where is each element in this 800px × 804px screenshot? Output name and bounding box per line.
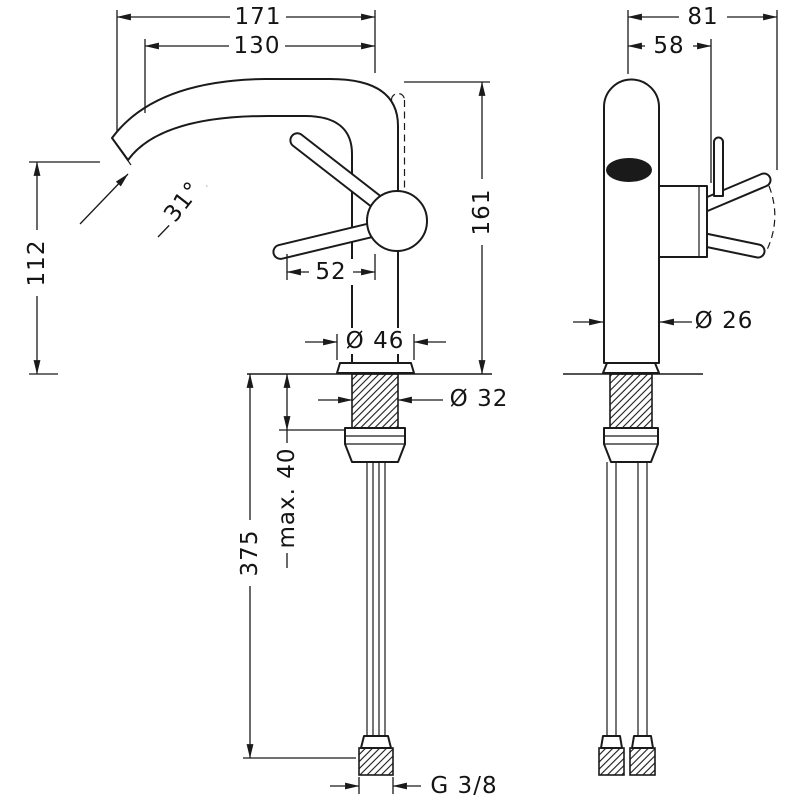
side-view <box>563 78 776 776</box>
dim-label-total-width: 81 <box>687 4 718 30</box>
side-lever-up <box>701 172 772 212</box>
mounting-nut-side <box>603 427 659 463</box>
lever-up-position <box>289 132 384 210</box>
base-flange-side <box>602 362 660 374</box>
dim-label-hose-length: 375 <box>237 530 263 577</box>
spout-body-outline <box>111 78 399 364</box>
dim-label-base-diameter: Ø 46 <box>346 328 405 354</box>
hose-connector-side-2 <box>631 735 654 749</box>
lever-swing-arc <box>765 185 776 253</box>
dim-connection-thread: G 3/8 <box>428 773 500 799</box>
dim-label-lever-offset: 52 <box>315 259 346 285</box>
dim-body-diameter: Ø 26 <box>692 308 756 334</box>
aerator-line <box>115 143 132 166</box>
dim-lever-offset: 52 <box>309 259 353 285</box>
dim-label-shank-diameter: Ø 32 <box>450 386 509 412</box>
handle-knob <box>366 190 428 252</box>
supply-hoses-side <box>606 462 648 736</box>
dim-label-connection-thread: G 3/8 <box>430 773 497 799</box>
dim-hose-length: 375 <box>236 520 264 586</box>
body-side-outline <box>603 78 660 364</box>
dim-spout-angle: 31° <box>156 172 210 232</box>
hose-thread-front <box>358 747 394 776</box>
threaded-shank-front <box>351 373 399 429</box>
dim-total-width: 81 <box>679 4 727 30</box>
threaded-shank-side <box>609 373 653 429</box>
dim-label-spout-reach: 130 <box>234 33 281 59</box>
lever-down-position <box>272 220 383 260</box>
dim-label-outlet-height: 112 <box>24 240 50 287</box>
dim-max-deck-thickness: max. 40 <box>273 443 301 553</box>
dim-base-diameter: Ø 46 <box>343 328 407 354</box>
dim-label-body-diameter: Ø 26 <box>695 308 754 334</box>
dim-label-total-height: 161 <box>469 189 495 236</box>
dim-total-height: 161 <box>468 179 496 245</box>
dim-spout-reach: 130 <box>229 33 285 59</box>
front-view <box>111 78 492 776</box>
spout-outlet <box>606 158 652 182</box>
dim-label-body-depth: 58 <box>653 33 684 59</box>
hose-thread-side-2 <box>629 747 656 776</box>
supply-hoses-front <box>366 462 386 736</box>
dimension-annotations: 171 130 112 161 31° 52 Ø 46 Ø 32 <box>23 4 778 799</box>
dim-total-depth: 171 <box>230 4 286 30</box>
lever-pin <box>713 136 724 197</box>
hose-connector-front <box>360 735 392 749</box>
dim-body-depth: 58 <box>645 33 693 59</box>
dim-label-total-depth: 171 <box>235 4 282 30</box>
dim-label-max-deck-thickness: max. 40 <box>274 448 300 549</box>
mounting-nut-front <box>344 427 406 463</box>
handle-housing <box>658 185 708 258</box>
hose-thread-side-1 <box>598 747 625 776</box>
hose-connector-side-1 <box>600 735 623 749</box>
dim-shank-diameter: Ø 32 <box>447 386 511 412</box>
dim-outlet-height: 112 <box>23 230 51 296</box>
base-flange-front <box>336 362 415 374</box>
side-lever-down <box>702 232 766 259</box>
